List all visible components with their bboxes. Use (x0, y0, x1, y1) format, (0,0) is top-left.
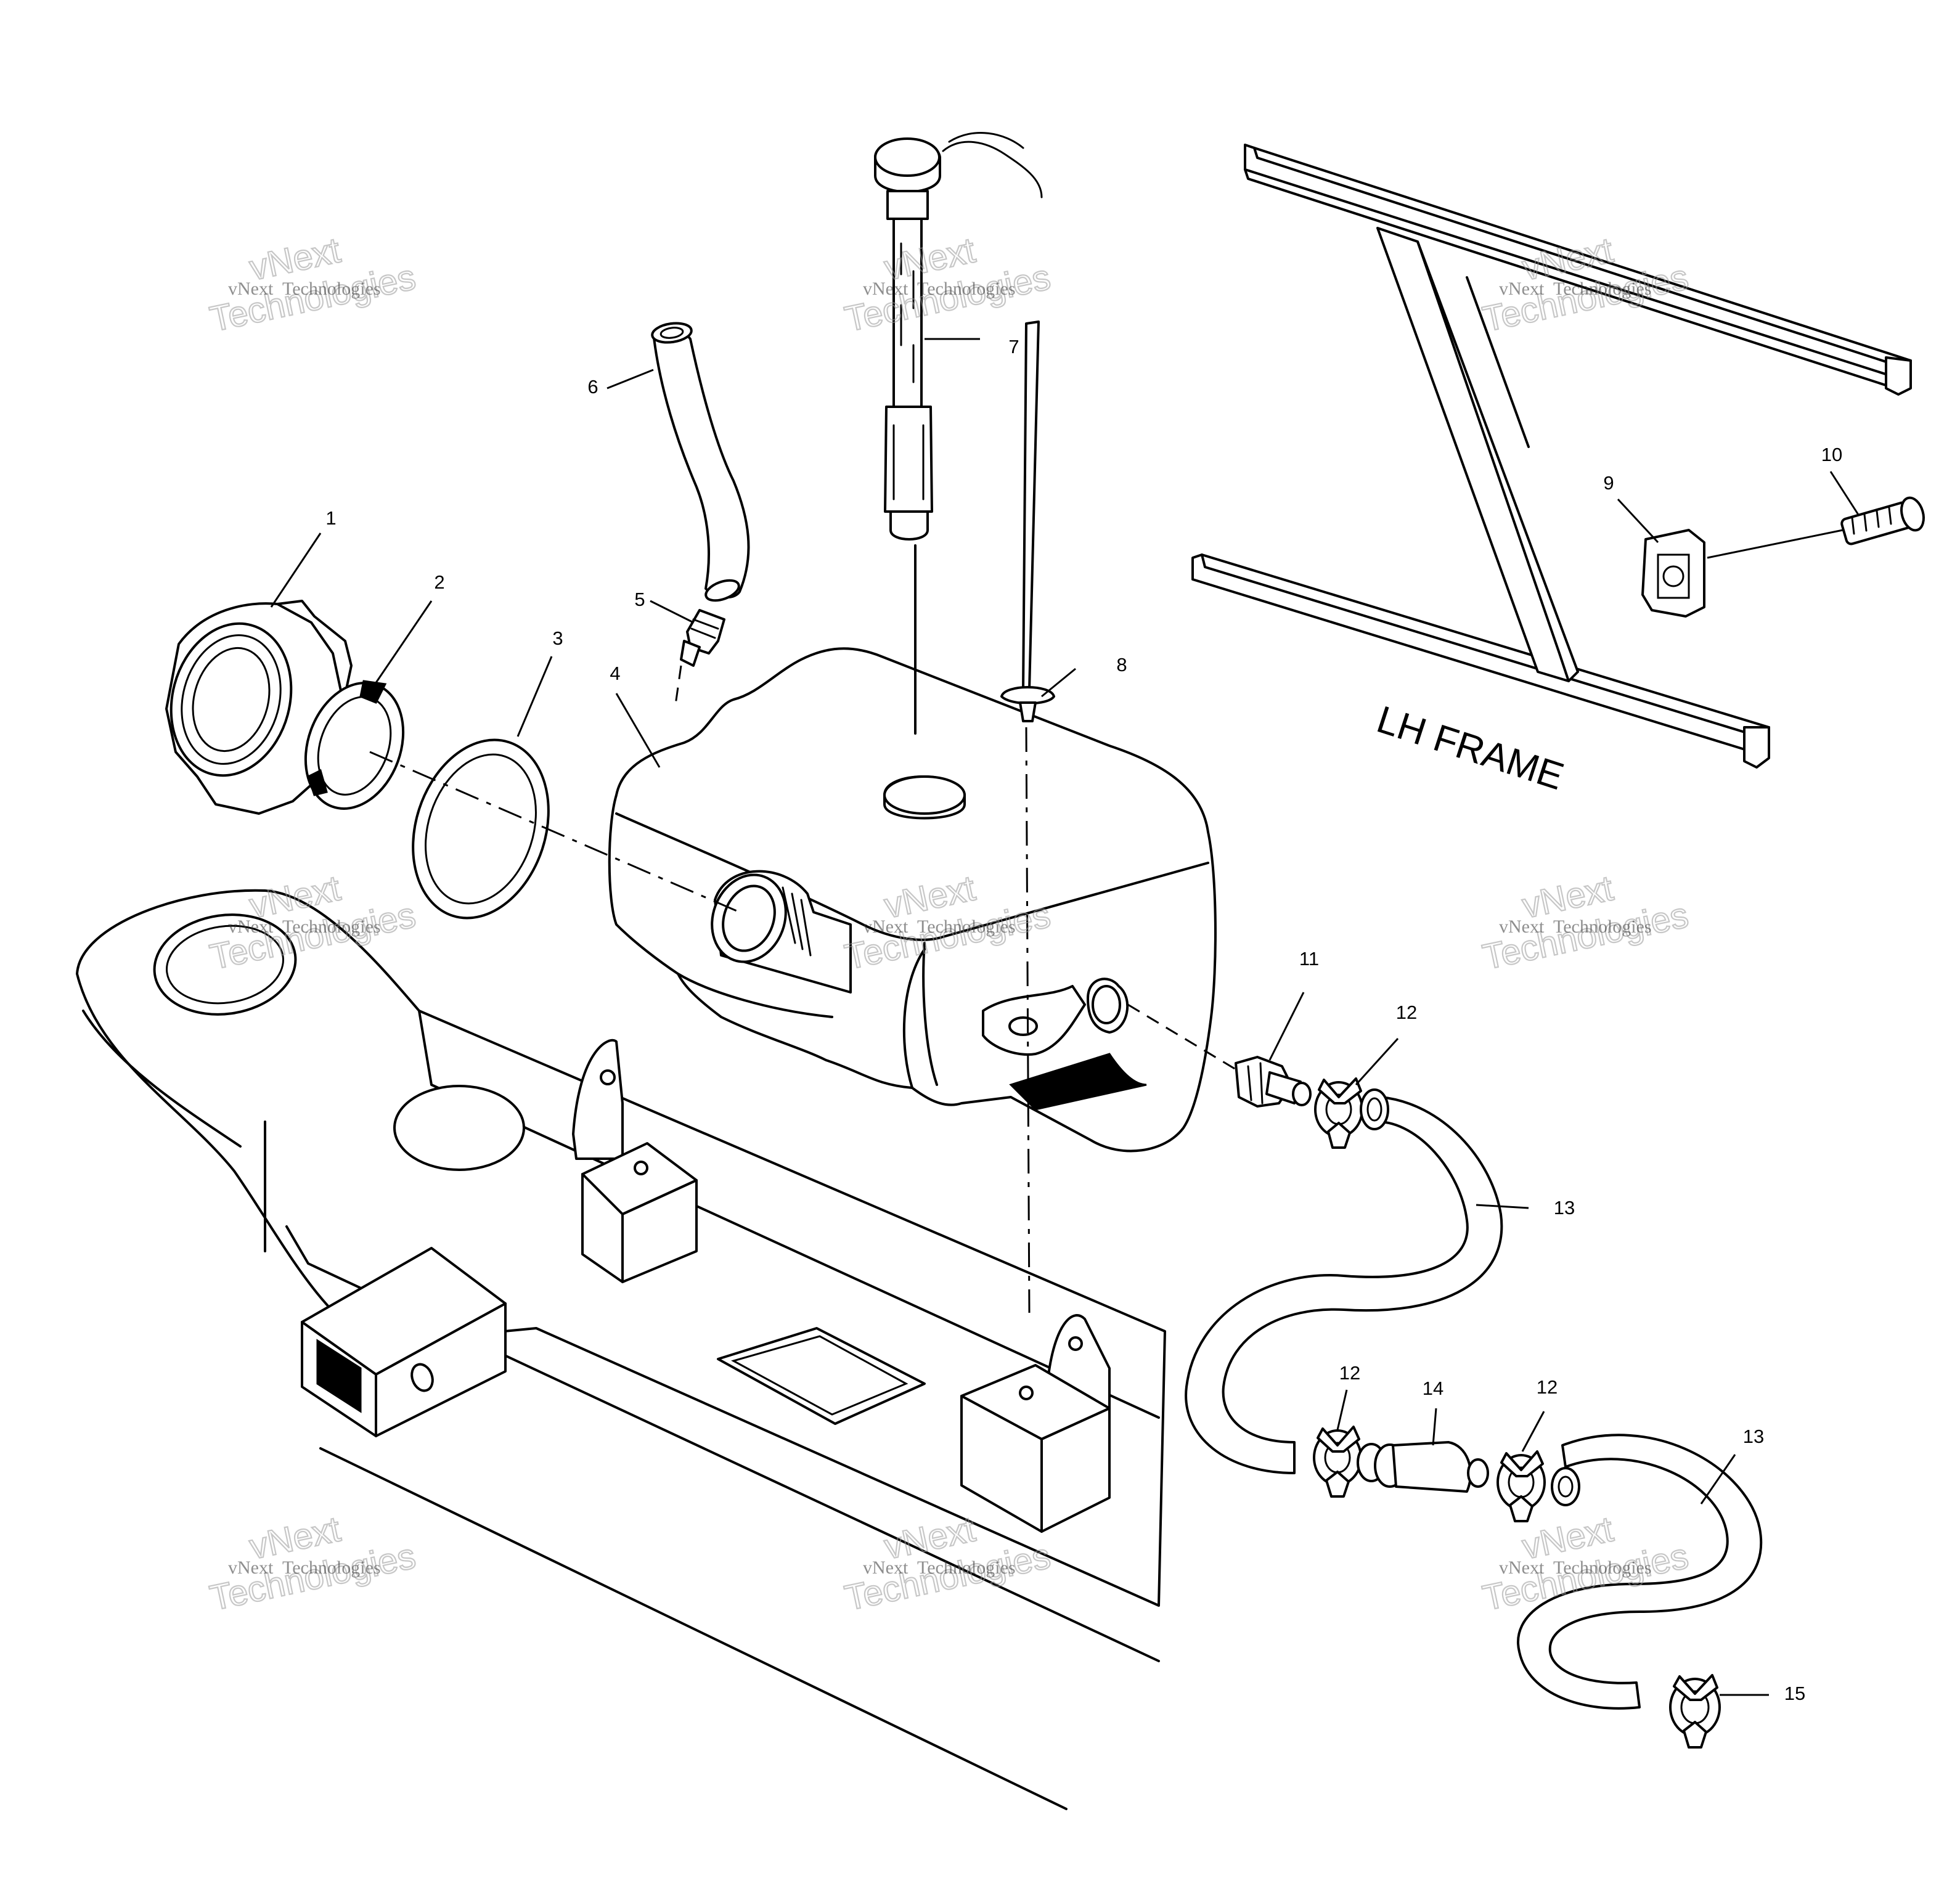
part-13-oil-hose-lower (1517, 1434, 1763, 1710)
watermark-caption: vNext (863, 916, 909, 937)
callout-12-left: 12 (1339, 1362, 1360, 1384)
callout-1: 1 (325, 507, 336, 529)
watermark-caption: vNext (1499, 916, 1545, 937)
part-8-mounting-stud (1000, 320, 1055, 722)
lh-frame-label: LH FRAME (1372, 698, 1569, 798)
part-14-inline-filter (1357, 1441, 1489, 1493)
watermark-caption: Technologies (282, 916, 381, 937)
part-2-cap-gasket (304, 680, 405, 810)
part-12-hose-clamp-upper (1314, 1077, 1363, 1149)
rail-square-tube (301, 1247, 507, 1437)
callout-2: 2 (434, 571, 444, 593)
watermark-caption: vNext (863, 279, 909, 299)
callout-6: 6 (587, 376, 598, 398)
watermark: vNext Technologies (206, 1508, 420, 1619)
callout-labels: 1 2 3 4 5 6 7 8 9 10 11 12 12 12 13 13 1… (325, 336, 1842, 1704)
callout-12-upper: 12 (1396, 1002, 1417, 1023)
watermark-caption: Technologies (1553, 279, 1652, 299)
callout-5: 5 (634, 589, 645, 610)
callout-15: 15 (1784, 1683, 1805, 1704)
part-7-oil-level-dipstick (874, 132, 1043, 735)
part-15-hose-clamp (1669, 1674, 1721, 1749)
part-11-outlet-fitting (1235, 1056, 1312, 1108)
watermark-caption: Technologies (282, 1557, 381, 1578)
watermarks: vNext Technologies vNext Technologies vN… (206, 229, 1693, 1619)
watermark-caption: vNext (1499, 279, 1545, 299)
callout-12-right: 12 (1537, 1376, 1558, 1398)
part-9-frame-clip (1641, 529, 1705, 618)
watermark-caption: Technologies (282, 279, 381, 299)
assembly-centerlines (369, 665, 1236, 1313)
watermark-caption: vNext (228, 1557, 274, 1578)
part-4-oil-tank (608, 647, 1217, 1153)
callout-8: 8 (1116, 654, 1127, 676)
watermark-caption: Technologies (917, 1557, 1016, 1578)
watermark: vNext Technologies (1479, 867, 1693, 978)
callout-7: 7 (1008, 336, 1019, 357)
watermark-caption: Technologies (1553, 916, 1652, 937)
callout-leaders (270, 338, 1860, 1696)
watermark-caption: Technologies (917, 916, 1016, 937)
callout-4: 4 (610, 663, 620, 684)
watermark-caption: vNext (228, 279, 274, 299)
part-12-hose-clamp-right (1497, 1450, 1546, 1522)
watermark-caption: vNext (228, 916, 274, 937)
left-mount-bracket (572, 1039, 698, 1283)
right-mount-bracket (960, 1314, 1111, 1533)
watermark-caption: vNext (863, 1557, 909, 1578)
part-6-vent-hose (651, 322, 750, 602)
callout-3: 3 (552, 627, 563, 649)
callout-10: 10 (1821, 444, 1842, 465)
callout-11: 11 (1299, 948, 1319, 969)
part-13-oil-hose-upper (1185, 1088, 1503, 1474)
part-5-vent-fitting (680, 609, 725, 667)
watermark-caption: Technologies (1553, 1557, 1652, 1578)
callout-14: 14 (1423, 1378, 1443, 1399)
watermark: vNext Technologies (206, 229, 420, 340)
watermark-caption: vNext (1499, 1557, 1545, 1578)
watermark-caption: Technologies (917, 279, 1016, 299)
part-10-screw (1707, 496, 1925, 559)
part-3-gasket-ring (412, 738, 550, 920)
part-12-hose-clamp-left (1313, 1426, 1362, 1498)
callout-13-upper: 13 (1554, 1197, 1575, 1218)
callout-9: 9 (1603, 472, 1614, 494)
callout-13-lower: 13 (1743, 1426, 1764, 1447)
watermark: vNext Technologies (841, 229, 1055, 340)
